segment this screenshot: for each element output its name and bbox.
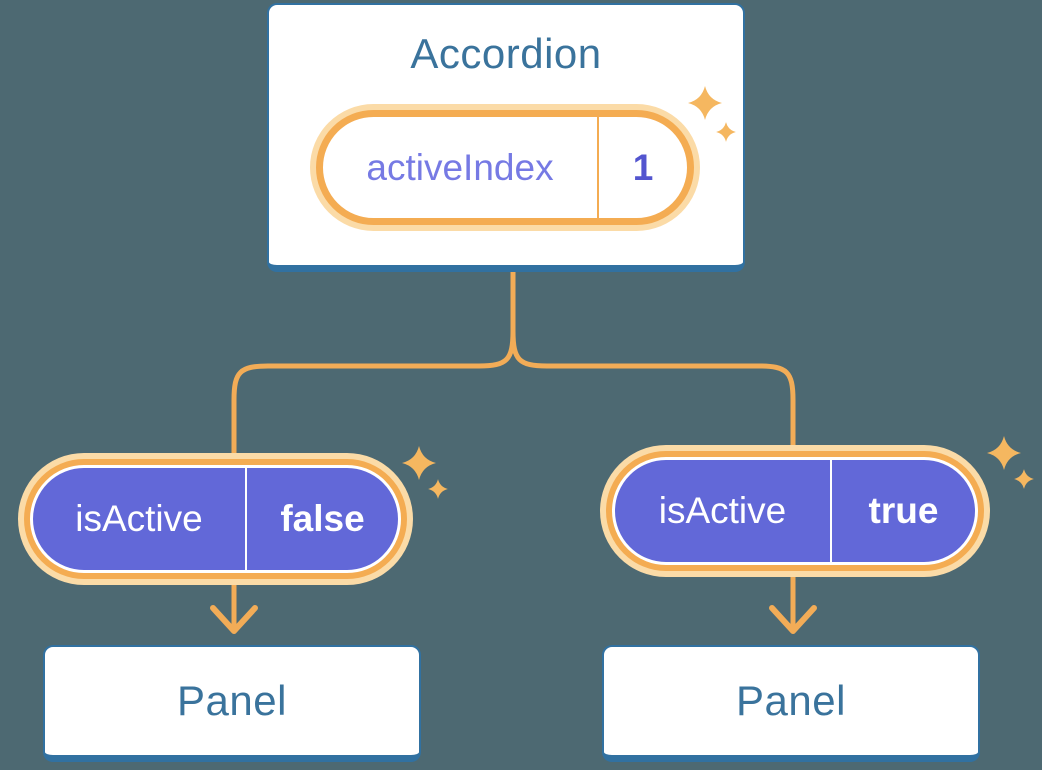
prop-pill-divider <box>830 460 832 562</box>
prop-name-label: isActive <box>658 490 787 531</box>
prop-name-label: isActive <box>75 498 203 539</box>
accordion-title: Accordion <box>410 30 602 77</box>
state-pill: activeIndex 1 <box>316 110 694 225</box>
sparkles-icon <box>402 446 448 499</box>
arrowhead-left <box>210 605 258 634</box>
prop-value-label: false <box>280 498 365 539</box>
state-value-label: 1 <box>632 146 654 188</box>
panel-card-left: Panel <box>43 645 421 762</box>
prop-pill-divider <box>245 468 247 570</box>
panel-card-right: Panel <box>602 645 980 762</box>
prop-value-label: true <box>868 490 939 531</box>
connector-branch-left <box>231 328 516 633</box>
state-name-label: activeIndex <box>366 146 554 188</box>
arrowhead-right <box>769 605 817 634</box>
sparkles-icon <box>987 436 1034 489</box>
sparkles-icon <box>688 86 736 142</box>
state-pill-divider <box>597 117 599 218</box>
prop-pill-left: isActive false <box>30 465 401 573</box>
connector-branch-right <box>510 328 796 633</box>
prop-pill-right: isActive true <box>612 457 978 565</box>
